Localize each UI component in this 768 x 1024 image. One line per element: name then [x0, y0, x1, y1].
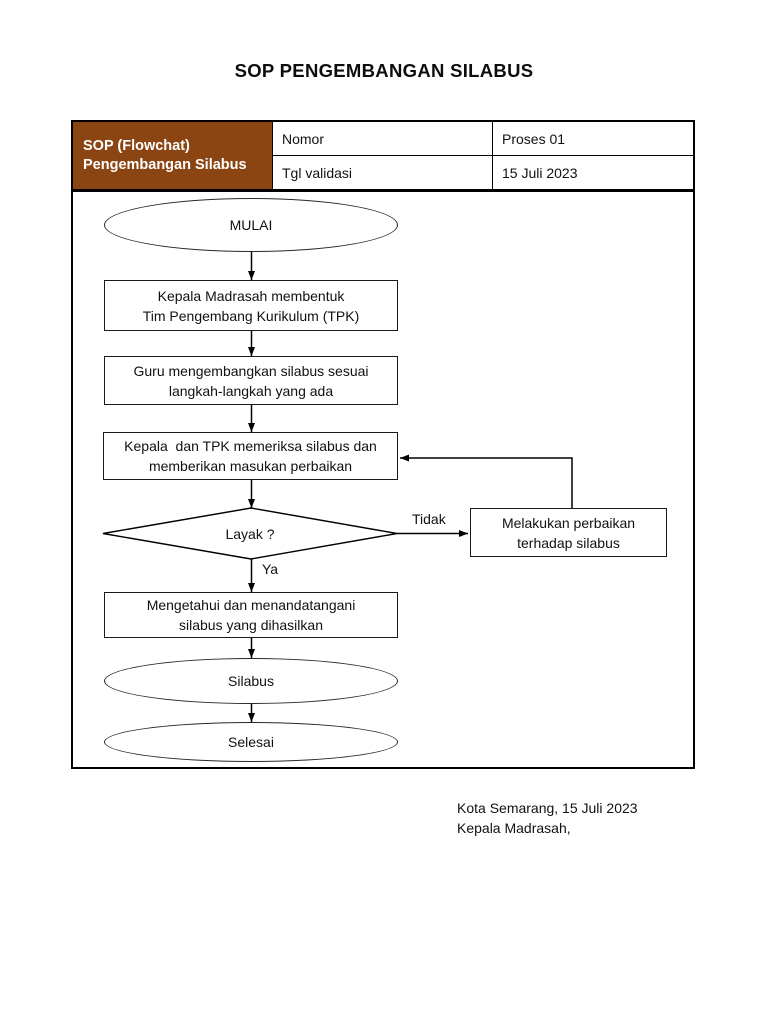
node-step1-process: Kepala Madrasah membentuk Tim Pengembang… [104, 280, 398, 331]
brand-line-2: Pengembangan Silabus [83, 156, 247, 173]
node-start-terminator: MULAI [104, 198, 398, 252]
brand-line-1: SOP (Flowchat) [83, 137, 190, 154]
node-label: Layak ? [225, 525, 275, 542]
signature-role: Kepala Madrasah, [457, 819, 571, 836]
node-label: Selesai [228, 734, 274, 750]
decision-yes-label: Ya [262, 561, 279, 577]
node-output-silabus: Silabus [104, 658, 398, 704]
node-line: Mengetahui dan menandatangani [146, 597, 356, 613]
node-line: silabus yang dihasilkan [179, 617, 323, 633]
node-label: Silabus [228, 673, 274, 689]
node-line: Melakukan perbaikan [501, 514, 636, 531]
field-label-tgl-validasi: Tgl validasi [272, 155, 492, 189]
flowchart-canvas: MULAI Kepala Madrasah membentuk Tim Peng… [71, 190, 695, 769]
node-decision-label: Layak ? [103, 508, 397, 559]
flow-connectors [102, 252, 573, 722]
signature-place-date: Kota Semarang, 15 Juli 2023 [457, 800, 638, 816]
node-line: Kepala dan TPK memeriksa silabus dan [124, 438, 377, 454]
node-line: Kepala Madrasah membentuk [157, 287, 345, 304]
node-line: terhadap silabus [517, 534, 620, 551]
node-line: Tim Pengembang Kurikulum (TPK) [142, 307, 360, 324]
arrow-fix-feedback [400, 454, 573, 508]
node-label: MULAI [229, 217, 273, 233]
field-value-nomor: Proses 01 [492, 122, 693, 155]
node-line: Guru mengembangkan silabus sesuai [133, 362, 369, 379]
node-step4-process: Mengetahui dan menandatangani silabus ya… [104, 592, 398, 638]
signature-block: Kota Semarang, 15 Juli 2023 Kepala Madra… [457, 799, 638, 838]
sop-header-table: SOP (Flowchat) Pengembangan Silabus Nomo… [71, 120, 695, 191]
header-brand-cell: SOP (Flowchat) Pengembangan Silabus [73, 122, 272, 189]
node-fix-process: Melakukan perbaikan terhadap silabus [470, 508, 667, 557]
node-step2-process: Guru mengembangkan silabus sesuai langka… [104, 356, 398, 405]
node-step3-process: Kepala dan TPK memeriksa silabus dan mem… [103, 432, 398, 480]
field-label-nomor: Nomor [272, 122, 492, 155]
decision-no-label: Tidak [412, 511, 446, 527]
decision-diamond [102, 507, 398, 560]
node-line: langkah-langkah yang ada [168, 382, 334, 399]
node-line: memberikan masukan perbaikan [148, 458, 353, 474]
page-title: SOP PENGEMBANGAN SILABUS [234, 60, 534, 81]
field-value-tgl-validasi: 15 Juli 2023 [492, 155, 693, 189]
node-end-terminator: Selesai [104, 722, 398, 762]
